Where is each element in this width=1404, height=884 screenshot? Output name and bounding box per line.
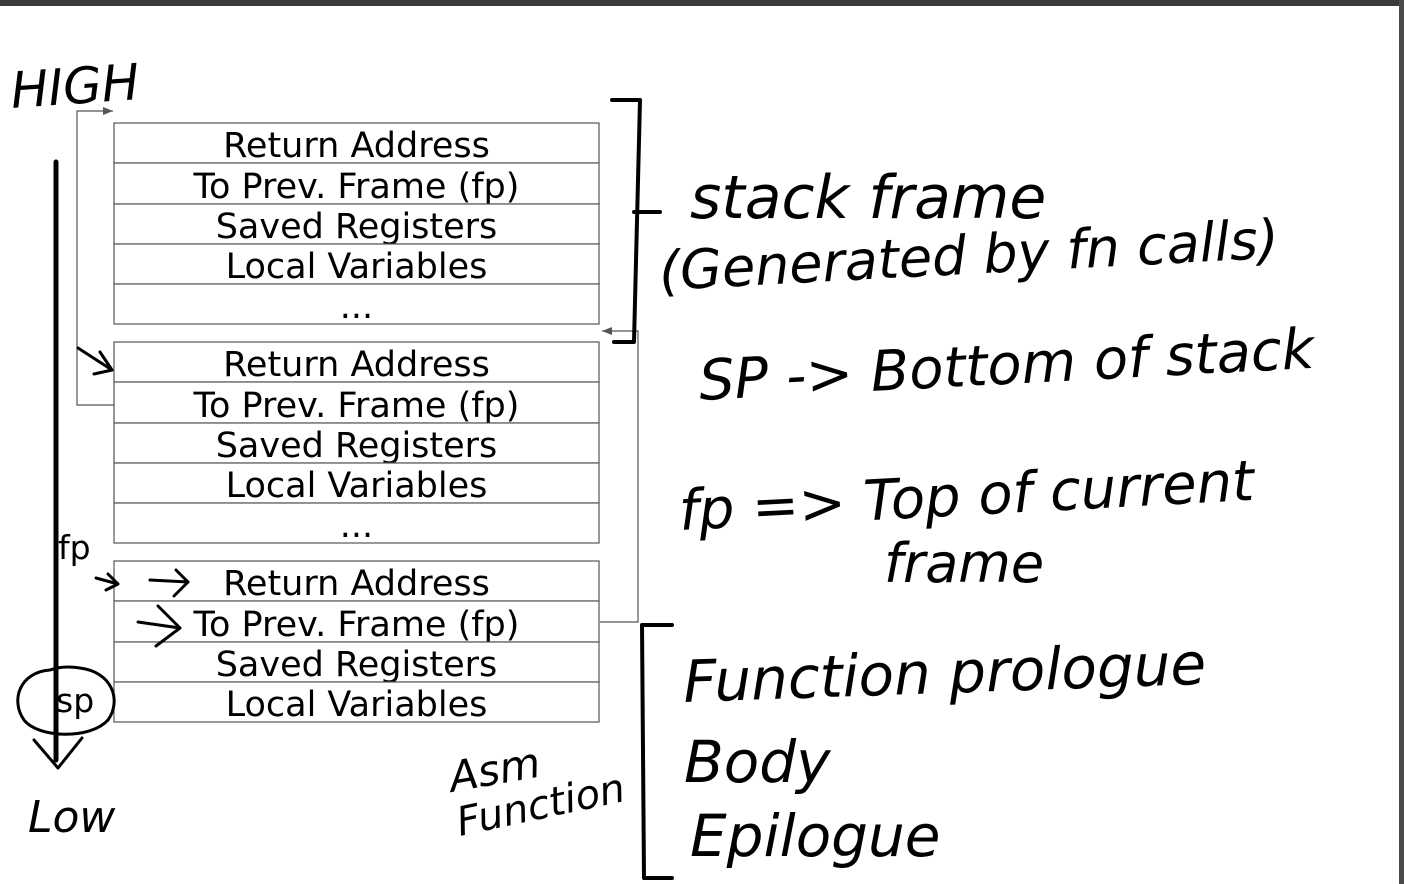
- frame-row-label: Saved Registers: [216, 426, 498, 466]
- link-arrowhead-frame2: [602, 327, 612, 335]
- frame-link-lines: [76, 107, 639, 623]
- stack-frame-bracket: [610, 98, 662, 344]
- right-edge-border: [1399, 0, 1404, 884]
- epilogue-label: Epilogue: [690, 802, 940, 870]
- handwritten-arrows: [76, 346, 190, 648]
- sp-circle: [16, 665, 116, 736]
- arrow-to-prev-frame-fp: [136, 604, 182, 648]
- frame-row-label: Local Variables: [226, 466, 488, 506]
- frame-row-box: [113, 162, 600, 205]
- fp-note-line2: frame: [884, 532, 1044, 595]
- sp-label: sp: [56, 681, 94, 720]
- frame-row-box: [113, 122, 600, 164]
- fp-note-line1: fp => Top of current: [677, 449, 1257, 544]
- frame-row-box: [113, 600, 600, 643]
- frame-row-box: [113, 681, 600, 723]
- arrow-fp-to-frame3: [94, 568, 190, 598]
- arrow-to-frame2: [76, 346, 114, 376]
- stack-direction-axis: [32, 159, 84, 770]
- frame-row-box: [113, 243, 600, 285]
- frame-row-label: Return Address: [223, 126, 490, 166]
- frame-row-label: To Prev. Frame (fp): [193, 605, 520, 645]
- frame-row-label: Saved Registers: [216, 207, 498, 247]
- stack-frame-title: stack frame: [690, 163, 1046, 233]
- frame-row-box: [113, 422, 600, 464]
- fp-label: fp: [58, 528, 91, 567]
- link-line-frame3-to-frame2: [600, 330, 639, 623]
- frame-row-box: [113, 341, 600, 383]
- frame-row-label: Local Variables: [226, 247, 488, 287]
- frame-row-label: To Prev. Frame (fp): [193, 386, 520, 426]
- low-label: Low: [28, 792, 116, 843]
- link-arrowhead-frame1: [103, 107, 113, 115]
- asm-function-bracket: [640, 623, 674, 880]
- prologue-label: Function prologue: [682, 630, 1207, 716]
- window-top-bar: [0, 0, 1404, 6]
- frame-row-box: [113, 502, 600, 544]
- frame-row-label: Return Address: [223, 345, 490, 385]
- frame-row-box: [113, 560, 600, 602]
- frame-row-label: Local Variables: [226, 685, 488, 725]
- frame-row-box: [113, 203, 600, 245]
- body-label: Body: [684, 728, 831, 796]
- link-line-frame2-to-frame1: [76, 110, 114, 406]
- frame-row-label: Return Address: [223, 564, 490, 604]
- sp-note: SP -> Bottom of stack: [697, 317, 1318, 414]
- frame-row-label: To Prev. Frame (fp): [193, 167, 520, 207]
- frame-row-label: ...: [340, 506, 373, 546]
- frame-row-label: Saved Registers: [216, 645, 498, 685]
- frame-row-box: [113, 283, 600, 325]
- frame-row-label: ...: [340, 287, 373, 327]
- high-label: HIGH: [9, 53, 141, 120]
